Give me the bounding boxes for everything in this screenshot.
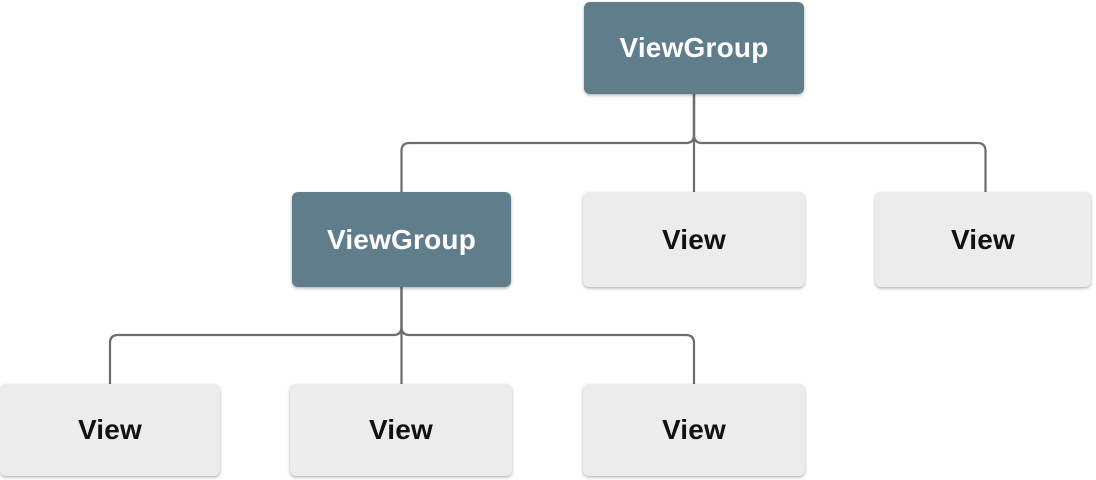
node-leaf-view-2: View [290,384,512,476]
edge-childgroup-to-leaf-view-1 [108,287,403,384]
node-child-view-1: View [583,192,805,287]
node-child-view-2: View [875,192,1091,287]
node-leaf-view-3: View [583,384,805,476]
node-root-viewgroup: ViewGroup [584,2,804,94]
edge-root-to-child-viewgroup [400,94,696,192]
node-leaf-view-1: View [0,384,220,476]
edge-childgroup-to-leaf-view-3 [400,287,696,384]
edge-root-to-child-view-2 [692,94,987,192]
node-child-viewgroup: ViewGroup [292,192,511,287]
